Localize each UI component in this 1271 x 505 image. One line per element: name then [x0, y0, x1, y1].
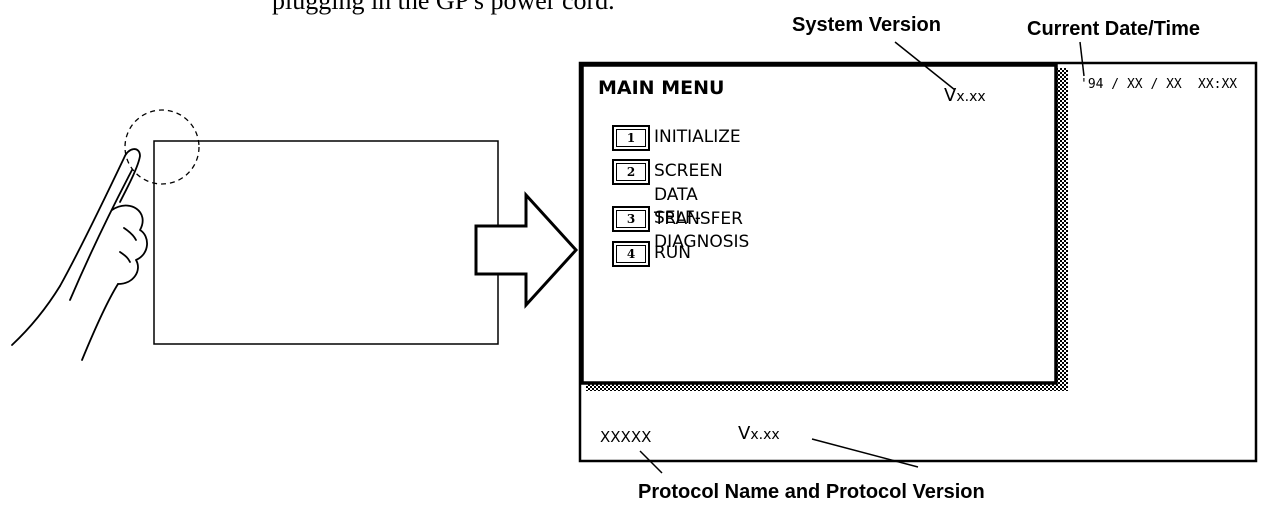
current-date: '94 / XX / XX	[1080, 77, 1182, 92]
protocol-name-pointer	[639, 450, 663, 474]
menu-key-1[interactable]: 1	[612, 125, 650, 151]
protocol-callout: Protocol Name and Protocol Version	[638, 481, 985, 503]
protocol-version-pointer	[811, 438, 919, 468]
menu-label-initialize: INITIALIZE	[654, 127, 741, 147]
menu-label-run: RUN	[654, 243, 691, 263]
protocol-name: XXXXX	[600, 428, 652, 446]
intro-text: plugging in the GP's power cord.	[272, 0, 615, 15]
menu-key-3[interactable]: 3	[612, 206, 650, 232]
system-version-pointer	[894, 41, 956, 91]
system-version-callout: System Version	[792, 14, 941, 36]
gp-screen-frame	[578, 61, 1258, 463]
transition-arrow-icon	[474, 191, 579, 309]
protocol-version: Vx.xx	[738, 423, 780, 444]
menu-label-self-diagnosis: SELF-DIAGNOSIS	[654, 208, 750, 252]
touch-point-circle	[124, 109, 200, 185]
main-menu-window	[580, 63, 1058, 385]
system-version-value: Vx.xx	[944, 85, 986, 106]
current-time: XX:XX	[1198, 77, 1238, 92]
menu-key-4[interactable]: 4	[612, 241, 650, 267]
datetime-pointer	[1079, 41, 1085, 77]
current-datetime-callout: Current Date/Time	[1027, 18, 1201, 40]
main-menu-title: MAIN MENU	[598, 77, 725, 99]
pointing-hand-icon	[11, 148, 148, 361]
blank-panel	[153, 140, 499, 345]
menu-label-screen-data-transfer: SCREEN DATA TRANSFER	[654, 161, 743, 229]
menu-key-2[interactable]: 2	[612, 159, 650, 185]
